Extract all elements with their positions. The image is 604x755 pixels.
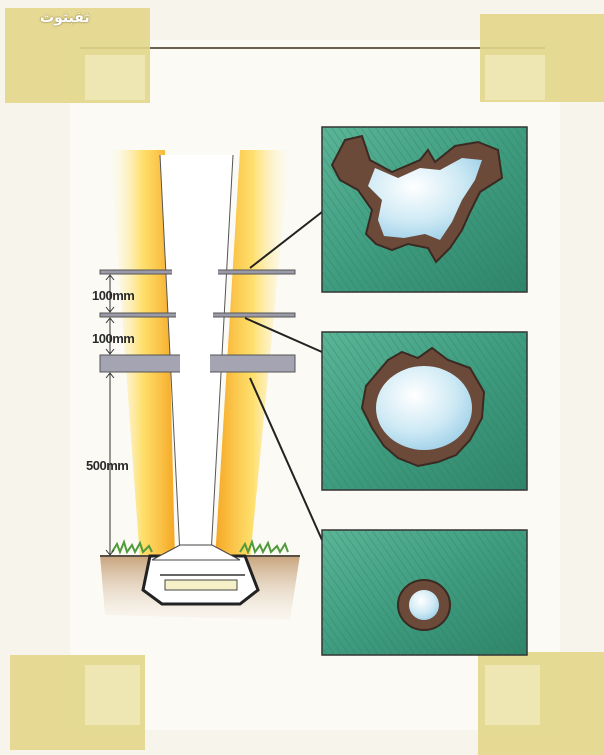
label-gap-lower: 500mm <box>86 458 128 473</box>
medium-hole-opening <box>376 366 472 450</box>
label-gap-upper: 100mm <box>92 288 134 303</box>
label-gap-middle: 100mm <box>92 331 134 346</box>
flame-gap-middle <box>176 312 213 319</box>
fuel-dish <box>165 580 237 590</box>
small-hole-opening <box>409 590 439 620</box>
panel-large-burn-hole <box>322 127 527 292</box>
panel-medium-burn-hole <box>322 332 527 490</box>
flame-gap-top <box>172 269 218 276</box>
panel-small-burn-hole <box>322 530 527 655</box>
publisher-logo: ثفبثوث <box>40 10 90 26</box>
flame-gap-bottom <box>180 354 210 374</box>
